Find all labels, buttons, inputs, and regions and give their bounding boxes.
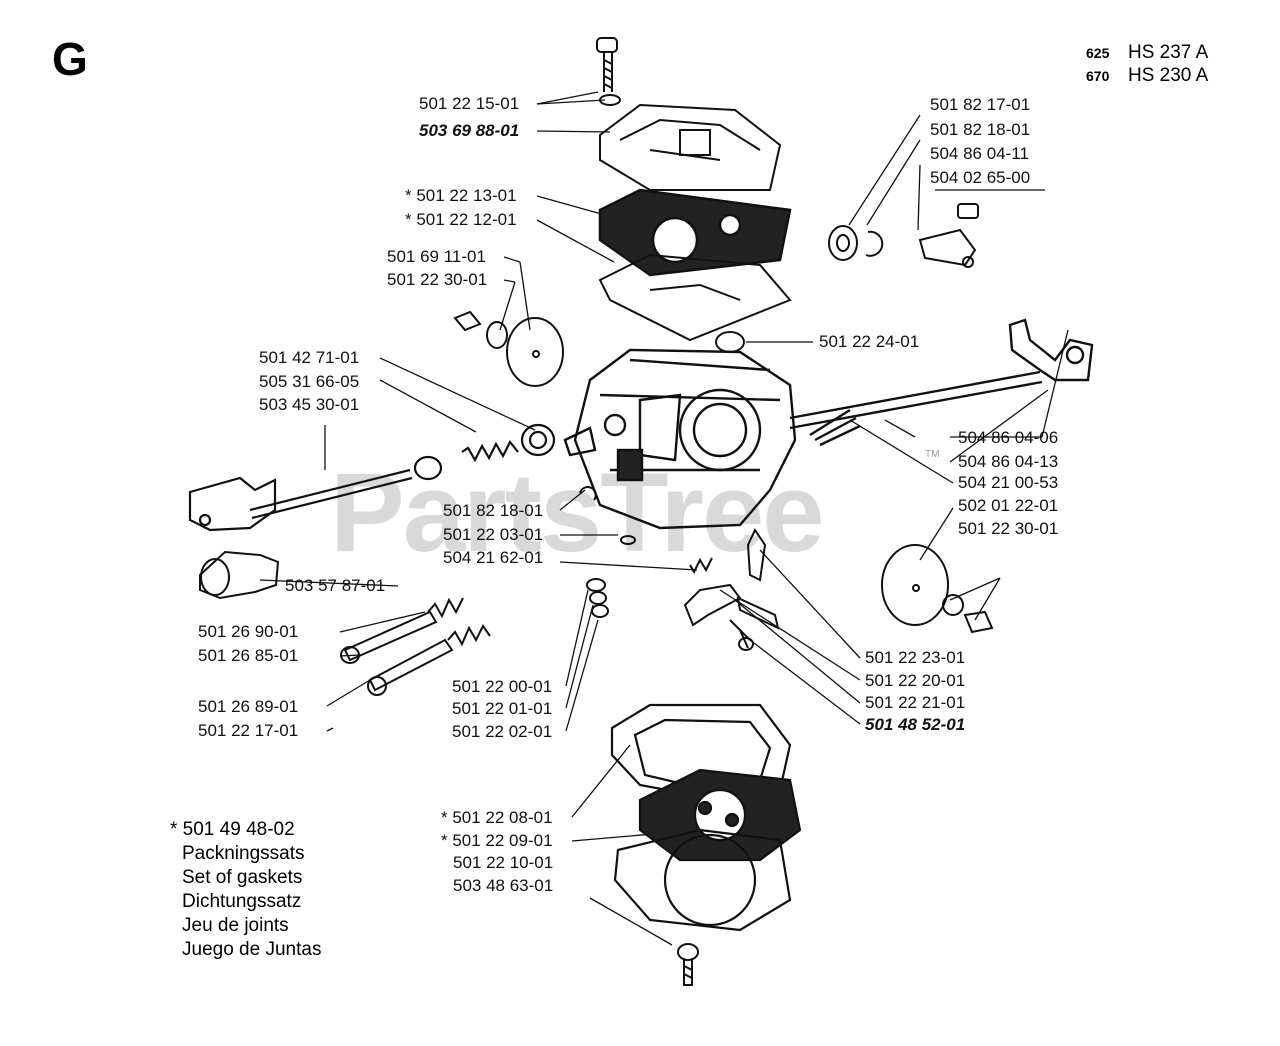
part-label: 501 22 23-01 <box>865 648 966 667</box>
part-label: 501 69 11-01 <box>387 247 486 266</box>
part-label: 501 82 18-01 <box>930 120 1031 139</box>
part-label: 504 86 04-11 <box>930 144 1029 163</box>
model-code: 625 <box>1086 45 1110 61</box>
kit-name: Packningssats <box>182 843 305 864</box>
pump-cover <box>599 103 782 191</box>
kit-name: Jeu de joints <box>182 915 289 936</box>
part-label: 501 22 01-01 <box>452 699 553 718</box>
part-label: 501 22 30-01 <box>958 519 1059 538</box>
part-label: 501 82 18-01 <box>443 501 544 520</box>
watermark-tm: TM <box>925 449 940 460</box>
gasket-kit-legend: * 501 49 48-02 Packningssats Set of gask… <box>170 818 321 962</box>
part-label: 501 22 24-01 <box>819 332 920 351</box>
part-label: 504 02 65-00 <box>930 168 1031 187</box>
part-label: 504 21 62-01 <box>443 548 544 567</box>
part-label: 501 22 03-01 <box>443 525 544 544</box>
part-label: 503 57 87-01 <box>285 576 386 595</box>
part-label: 504 86 04-13 <box>958 452 1059 471</box>
part-label: 505 31 66-05 <box>259 372 360 391</box>
model-row: 670 HS 230 A <box>1086 65 1208 87</box>
part-label: 501 26 89-01 <box>198 697 299 716</box>
inlet-needle-lever <box>683 527 780 651</box>
model-name: HS 237 A <box>1128 42 1209 63</box>
part-label: 501 42 71-01 <box>259 348 360 367</box>
part-label: 501 82 17-01 <box>930 95 1031 114</box>
part-label: 501 22 15-01 <box>419 94 520 113</box>
part-label: 503 48 63-01 <box>453 876 554 895</box>
throttle-parts-right <box>715 203 979 353</box>
small-orings <box>579 486 636 618</box>
part-label: 503 69 88-01 <box>419 121 520 140</box>
part-label: 501 22 21-01 <box>865 693 966 712</box>
pump-gasket <box>598 188 792 277</box>
part-label: * 501 22 08-01 <box>441 808 553 827</box>
part-label: 501 26 85-01 <box>198 646 299 665</box>
section-letter: G <box>52 33 88 85</box>
kit-name: Dichtungssatz <box>182 891 302 912</box>
kit-name: Set of gaskets <box>182 867 303 888</box>
part-label: 501 22 02-01 <box>452 722 553 741</box>
part-label: 501 22 30-01 <box>387 270 488 289</box>
kit-part-number: * 501 49 48-02 <box>170 819 295 840</box>
model-name: HS 230 A <box>1128 65 1209 86</box>
part-label: 504 21 00-53 <box>958 473 1059 492</box>
throttle-shaft-left <box>188 423 556 532</box>
knob-left <box>199 550 280 600</box>
metering-disc-right <box>881 544 994 634</box>
part-label: 501 48 52-01 <box>865 715 966 734</box>
part-label: * 501 22 13-01 <box>405 186 517 205</box>
part-label: 501 26 90-01 <box>198 622 299 641</box>
part-label: 501 22 00-01 <box>452 677 553 696</box>
adjust-screw-top <box>596 37 621 106</box>
part-label: 503 45 30-01 <box>259 395 360 414</box>
model-code: 670 <box>1086 68 1110 84</box>
carburetor-body <box>563 348 797 530</box>
part-label: 501 22 10-01 <box>453 853 554 872</box>
pump-diaphragm <box>598 253 792 342</box>
bottom-screw <box>677 943 699 986</box>
part-label: 501 22 20-01 <box>865 671 966 690</box>
part-label: * 501 22 09-01 <box>441 831 553 850</box>
choke-shaft-right <box>789 318 1094 447</box>
model-row: 625 HS 237 A <box>1086 42 1208 64</box>
needle-screws <box>340 597 491 696</box>
lower-gaskets <box>610 703 802 932</box>
part-label: * 501 22 12-01 <box>405 210 517 229</box>
part-label: 502 01 22-01 <box>958 496 1059 515</box>
part-label: 501 22 17-01 <box>198 721 299 740</box>
part-label: 504 86 04-06 <box>958 428 1059 447</box>
diaphragm-disc-left <box>453 310 564 387</box>
kit-name: Juego de Juntas <box>182 939 322 960</box>
